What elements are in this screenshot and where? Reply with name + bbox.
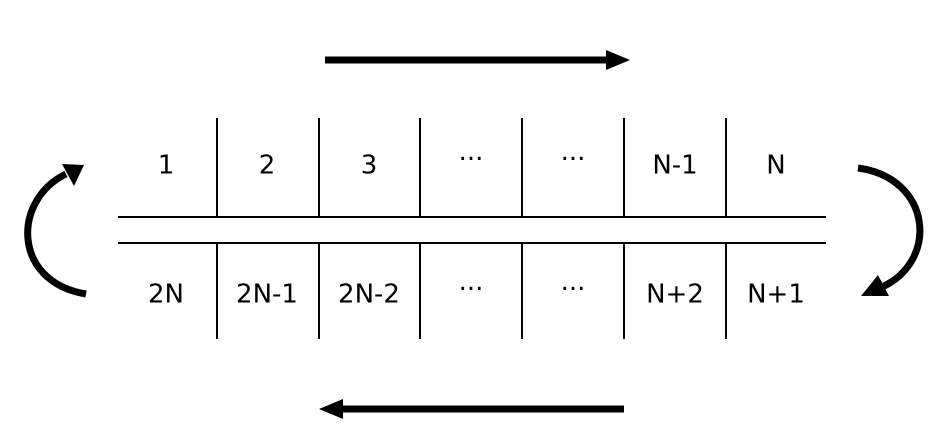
top-arrow xyxy=(325,50,630,70)
cell-bottom-4: ··· xyxy=(459,275,484,305)
left-curved-arrow xyxy=(24,164,87,298)
cell-bottom-5: ··· xyxy=(561,275,586,305)
bottom-row-labels: 2N 2N-1 2N-2 ··· ··· N+2 N+1 xyxy=(148,275,805,310)
bottom-row-dividers xyxy=(216,243,727,339)
cell-top-6: N-1 xyxy=(652,151,697,181)
cell-top-7: N xyxy=(766,151,785,181)
cell-bottom-3: 2N-2 xyxy=(338,280,400,310)
cell-bottom-1: 2N xyxy=(148,280,184,310)
cell-bottom-6: N+2 xyxy=(646,280,704,310)
cell-top-2: 2 xyxy=(259,151,276,181)
cell-top-4: ··· xyxy=(459,145,484,175)
top-row-dividers xyxy=(216,118,727,217)
cell-top-3: 3 xyxy=(361,151,378,181)
cell-bottom-2: 2N-1 xyxy=(236,280,298,310)
cell-top-1: 1 xyxy=(158,151,175,181)
bottom-arrow xyxy=(319,399,624,419)
right-curved-arrow xyxy=(857,164,924,296)
cell-bottom-7: N+1 xyxy=(747,280,805,310)
top-row-labels: 1 2 3 ··· ··· N-1 N xyxy=(158,145,786,181)
cell-top-5: ··· xyxy=(561,145,586,175)
